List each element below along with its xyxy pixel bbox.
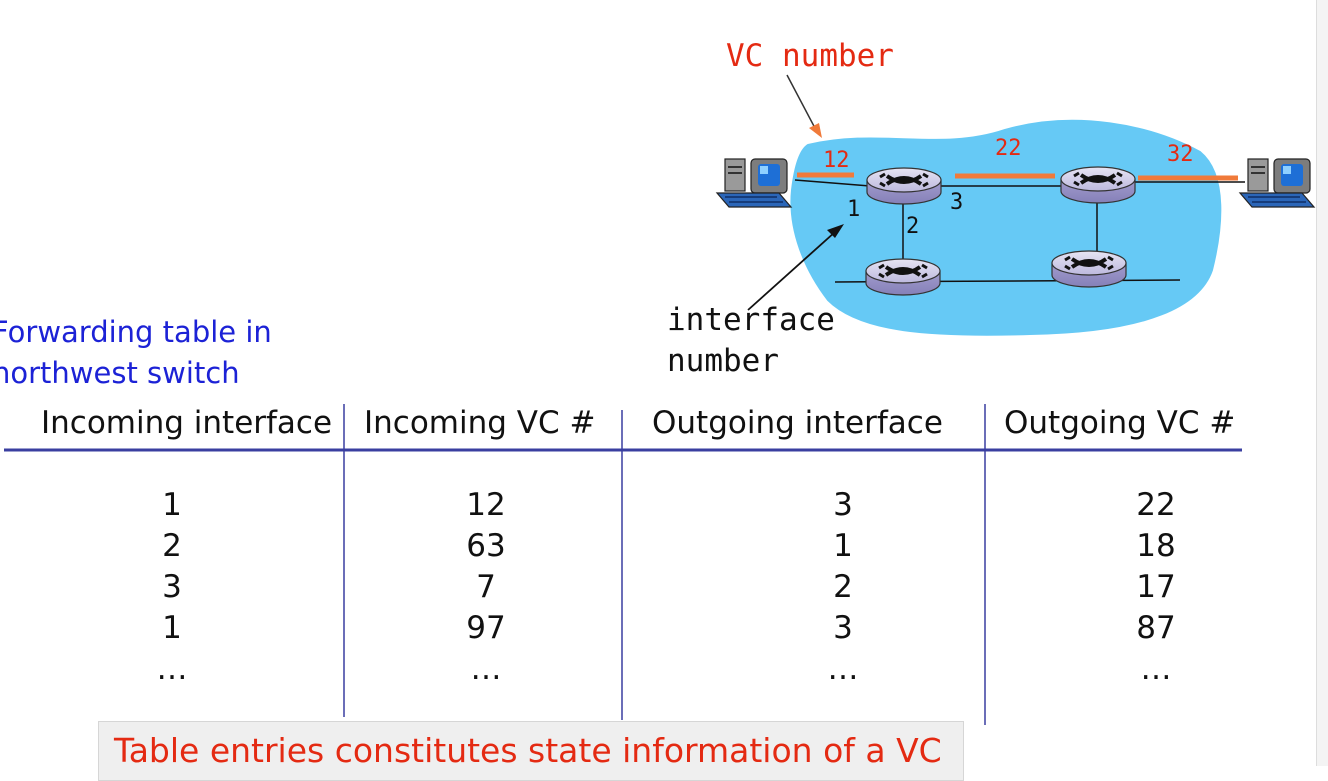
- interface-number-label-line1: interface: [667, 302, 835, 338]
- table-cell: 3: [833, 610, 853, 646]
- table-cell: 1: [833, 528, 853, 564]
- vc-label-12: 12: [823, 148, 850, 173]
- table-cell: 1: [162, 610, 182, 646]
- table-cell: 18: [1136, 528, 1176, 564]
- host-right-icon: [1239, 158, 1315, 208]
- table-cell: 1: [162, 487, 182, 523]
- table-cell: 63: [466, 528, 506, 564]
- interface-number-arrow: [747, 224, 844, 311]
- table-cell: …: [156, 651, 188, 687]
- vc-number-arrow: [786, 74, 822, 138]
- table-cell: 2: [833, 569, 853, 605]
- switch-southwest-icon: [864, 257, 942, 297]
- vc-number-label: VC number: [726, 38, 894, 74]
- forwarding-table-caption: Forwarding table in northwest switch: [0, 312, 272, 394]
- header-incoming-interface: Incoming interface: [41, 405, 333, 441]
- host-left-icon: [716, 158, 792, 208]
- interface-label-2: 2: [906, 214, 919, 239]
- column-incoming-vc: 12 63 7 97 …: [386, 485, 586, 690]
- column-outgoing-vc: 22 18 17 87 …: [1056, 485, 1256, 690]
- interface-label-3: 3: [950, 190, 963, 215]
- caption-line2: northwest switch: [0, 356, 240, 390]
- table-cell: 3: [162, 569, 182, 605]
- interface-label-1: 1: [847, 197, 860, 222]
- table-cell: 2: [162, 528, 182, 564]
- header-outgoing-interface: Outgoing interface: [652, 405, 943, 441]
- state-info-note: Table entries constitutes state informat…: [98, 721, 964, 781]
- table-cell: …: [470, 651, 502, 687]
- switch-northwest-icon: [865, 166, 943, 206]
- table-cell: 87: [1136, 610, 1176, 646]
- header-incoming-vc: Incoming VC #: [364, 405, 596, 441]
- table-rules: [4, 404, 1242, 725]
- table-cell: …: [827, 651, 859, 687]
- switch-southeast-icon: [1050, 249, 1128, 289]
- column-incoming-interface: 1 2 3 1 …: [72, 485, 272, 690]
- table-cell: 7: [476, 569, 496, 605]
- scrollbar[interactable]: [1316, 0, 1328, 766]
- column-outgoing-interface: 3 1 2 3 …: [743, 485, 943, 690]
- vc-segments: [797, 172, 1238, 181]
- table-cell: 3: [833, 487, 853, 523]
- table-cell: 97: [466, 610, 506, 646]
- switch-northeast-icon: [1059, 165, 1137, 205]
- table-cell: 12: [466, 487, 506, 523]
- vc-label-32: 32: [1167, 142, 1194, 167]
- interface-number-label-line2: number: [667, 343, 779, 379]
- table-cell: …: [1140, 651, 1172, 687]
- caption-line1: Forwarding table in: [0, 315, 272, 349]
- table-cell: 22: [1136, 487, 1176, 523]
- header-outgoing-vc: Outgoing VC #: [1004, 405, 1236, 441]
- vc-label-22: 22: [995, 136, 1022, 161]
- table-cell: 17: [1136, 569, 1176, 605]
